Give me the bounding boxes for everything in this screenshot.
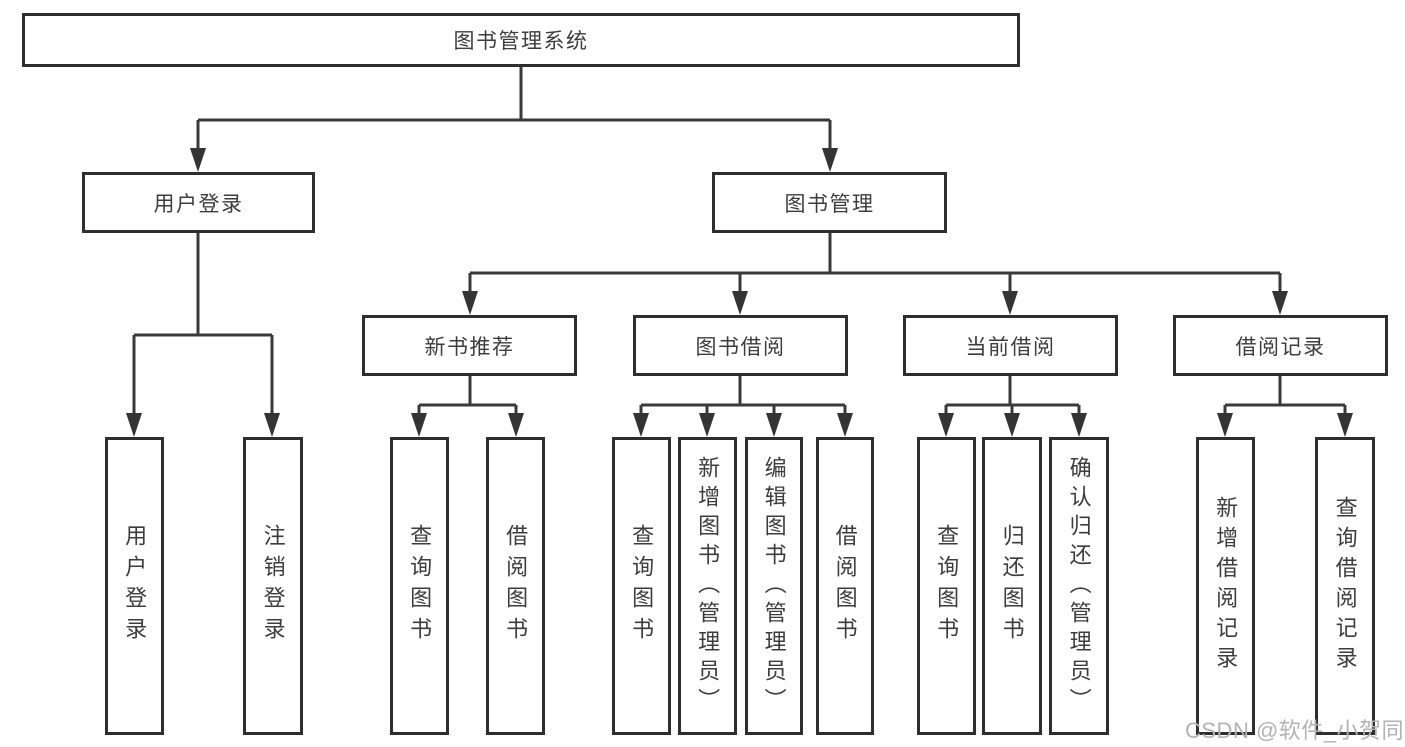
node-label: 编辑图书（管理员） (761, 455, 787, 717)
node-label: 用户登录 (122, 524, 148, 648)
node-label: 注销登录 (260, 524, 286, 648)
arrowheads (126, 148, 1353, 437)
node-book-management: 图书管理 (712, 172, 947, 233)
connector-current-to-leaves (944, 375, 1081, 417)
node-user-login: 用户登录 (82, 172, 315, 233)
arrow-down-icon (1217, 413, 1233, 437)
arrow-down-icon (462, 291, 478, 315)
arrow-down-icon (1071, 413, 1087, 437)
arrow-down-icon (766, 413, 782, 437)
leaf-query-book-2: 查询图书 (612, 437, 671, 735)
node-label: 新书推荐 (424, 335, 515, 359)
arrow-down-icon (264, 413, 280, 437)
arrow-down-icon (1337, 413, 1353, 437)
leaf-query-book-3: 查询图书 (917, 437, 976, 735)
arrow-down-icon (732, 291, 748, 315)
arrow-down-icon (1272, 291, 1288, 315)
arrow-down-icon (837, 413, 853, 437)
arrow-down-icon (411, 413, 427, 437)
node-current-borrow: 当前借阅 (903, 315, 1118, 376)
node-label: 确认归还（管理员） (1066, 455, 1092, 717)
arrow-down-icon (1004, 413, 1020, 437)
leaf-user-login: 用户登录 (105, 437, 164, 735)
node-new-book-recommend: 新书推荐 (362, 315, 577, 376)
node-label: 当前借阅 (965, 335, 1056, 359)
node-label: 借阅记录 (1235, 335, 1326, 359)
node-label: 查询图书 (629, 524, 655, 648)
connector-userlogin-to-leaves (132, 232, 274, 417)
node-borrow-record: 借阅记录 (1173, 315, 1388, 376)
connector-borrow-to-leaves (639, 375, 847, 417)
node-label: 查询图书 (407, 524, 433, 648)
arrow-down-icon (190, 148, 206, 172)
leaf-confirm-return-admin: 确认归还（管理员） (1049, 437, 1109, 735)
arrow-down-icon (822, 148, 838, 172)
node-root-library-system: 图书管理系统 (22, 13, 1020, 67)
leaf-add-borrow-record: 新增借阅记录 (1196, 437, 1255, 735)
arrow-down-icon (1002, 291, 1018, 315)
connector-bookmgmt-to-level3 (468, 232, 1282, 295)
leaf-return-book: 归还图书 (982, 437, 1042, 735)
arrow-down-icon (126, 413, 142, 437)
node-label: 归还图书 (999, 524, 1025, 648)
node-label: 借阅图书 (503, 524, 529, 648)
connector-newbook-to-leaves (417, 375, 518, 417)
arrow-down-icon (699, 413, 715, 437)
node-label: 图书管理 (784, 192, 875, 216)
connector-root-to-level2 (196, 67, 832, 152)
csdn-watermark: CSDN @软件_小贺同学 (1185, 718, 1405, 743)
leaf-logout: 注销登录 (243, 437, 303, 735)
connector-record-to-leaves (1223, 375, 1347, 417)
leaf-query-borrow-record: 查询借阅记录 (1315, 437, 1375, 735)
node-label: 借阅图书 (832, 524, 858, 648)
node-label: 新增图书（管理员） (695, 455, 721, 717)
node-label: 图书借阅 (695, 335, 786, 359)
arrow-down-icon (938, 413, 954, 437)
connector-lines (132, 67, 1347, 417)
arrow-down-icon (633, 413, 649, 437)
leaf-borrow-book-2: 借阅图书 (816, 437, 874, 735)
arrow-down-icon (508, 413, 524, 437)
node-label: 查询借阅记录 (1332, 496, 1358, 676)
node-label: 新增借阅记录 (1213, 496, 1239, 676)
leaf-query-book-1: 查询图书 (390, 437, 449, 735)
node-label: 用户登录 (153, 192, 244, 216)
leaf-edit-book-admin: 编辑图书（管理员） (745, 437, 803, 735)
node-label: 查询图书 (934, 524, 960, 648)
leaf-add-book-admin: 新增图书（管理员） (678, 437, 737, 735)
leaf-borrow-book-1: 借阅图书 (486, 437, 545, 735)
node-label: 图书管理系统 (453, 30, 589, 53)
node-book-borrow: 图书借阅 (633, 315, 848, 376)
